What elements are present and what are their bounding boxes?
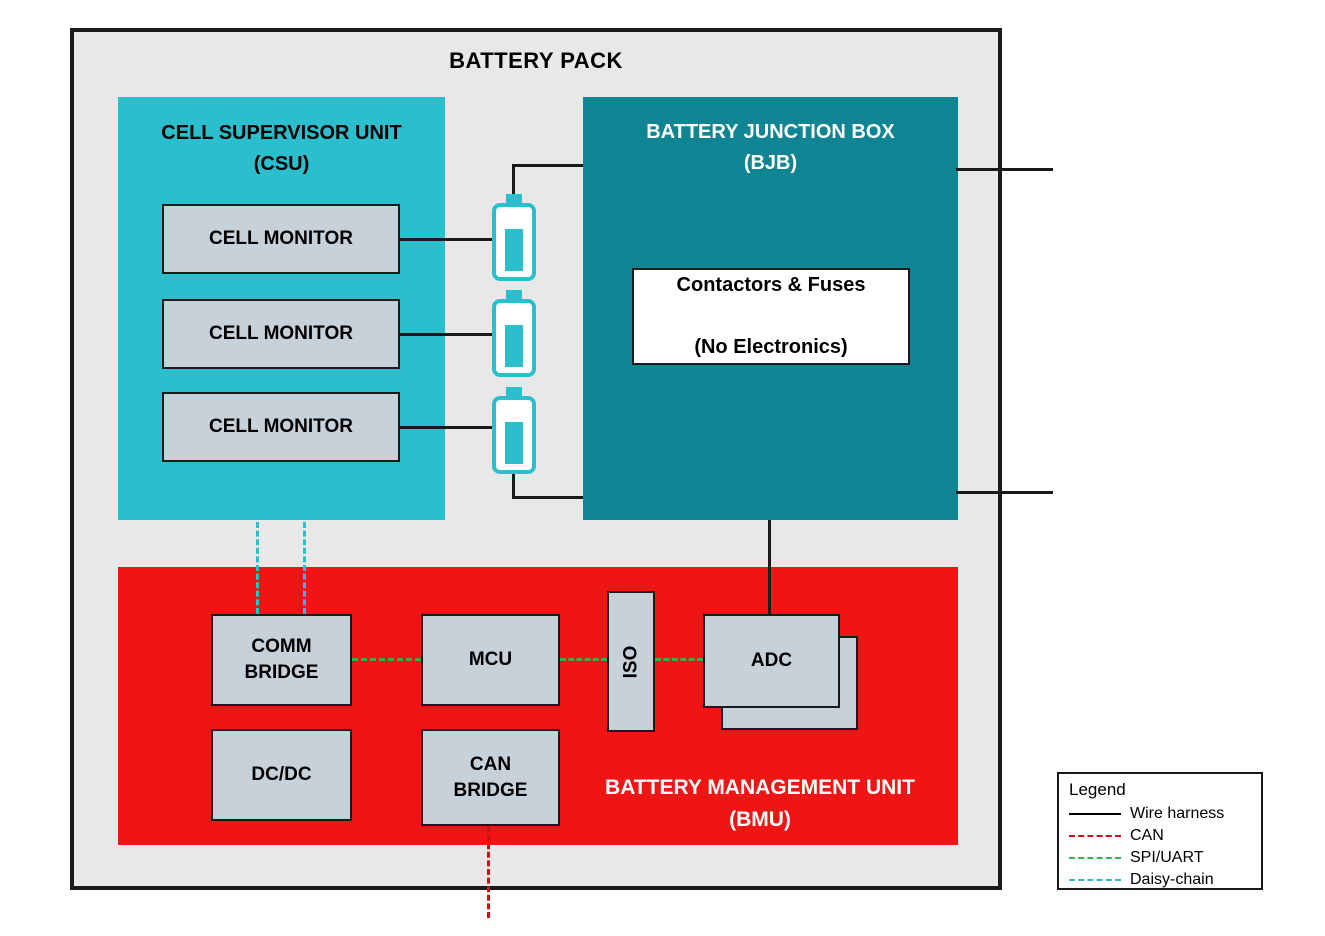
battery-terminal <box>506 290 522 299</box>
dcdc-box: DC/DC <box>211 729 352 821</box>
cell-monitor-1: CELL MONITOR <box>162 204 400 274</box>
legend-row-daisy-chain: Daisy-chain <box>1069 869 1251 891</box>
mcu-box: MCU <box>421 614 560 706</box>
iso-box: ISO <box>607 591 655 732</box>
legend-label: SPI/UART <box>1130 849 1204 866</box>
wire-battery-bottom-vertical <box>512 474 515 499</box>
legend-row-spi-uart: SPI/UART <box>1069 847 1251 869</box>
iso-label: ISO <box>619 645 641 678</box>
bmu-title: BATTERY MANAGEMENT UNIT (BMU) <box>565 772 955 836</box>
legend-label: CAN <box>1130 827 1164 844</box>
spi-mcu-to-iso <box>560 658 607 661</box>
legend-row-wire-harness: Wire harness <box>1069 803 1251 825</box>
bjb-title-line2: (BJB) <box>743 152 798 174</box>
bjb-title-line1: BATTERY JUNCTION BOX <box>646 121 895 143</box>
legend-row-can: CAN <box>1069 825 1251 847</box>
wire-battery-bottom-to-bjb <box>512 496 583 499</box>
wire-battery-top-vertical <box>512 164 515 194</box>
legend-title: Legend <box>1069 780 1126 799</box>
battery-terminal <box>506 387 522 396</box>
can-bridge-box: CAN BRIDGE <box>421 729 560 826</box>
bmu-title-line1: BATTERY MANAGEMENT UNIT <box>605 776 915 799</box>
legend-label: Wire harness <box>1130 805 1225 822</box>
daisy-chain-line-sample <box>1069 879 1121 881</box>
bjb-title: BATTERY JUNCTION BOX (BJB) <box>583 97 958 179</box>
contactors-line2: (No Electronics) <box>694 336 848 358</box>
battery-fill <box>505 422 523 464</box>
wire-monitor2-battery2 <box>400 333 492 336</box>
wire-bjb-to-adc <box>768 520 771 615</box>
battery-icon-3 <box>492 387 536 474</box>
adc-box: ADC <box>703 614 840 708</box>
spi-uart-line-sample <box>1069 857 1121 859</box>
cell-monitor-2: CELL MONITOR <box>162 299 400 369</box>
comm-bridge-box: COMM BRIDGE <box>211 614 352 706</box>
wire-bjb-right-bottom <box>956 491 1053 494</box>
can-line-sample <box>1069 835 1121 837</box>
csu-title-line2: (CSU) <box>253 153 310 175</box>
wire-monitor3-battery3 <box>400 426 492 429</box>
battery-fill <box>505 325 523 367</box>
battery-icon-2 <box>492 290 536 377</box>
bmu-title-line2: (BMU) <box>729 808 791 831</box>
battery-fill <box>505 229 523 271</box>
wire-harness-line-sample <box>1069 813 1121 815</box>
spi-comm-to-mcu <box>352 658 421 661</box>
can-line <box>487 826 490 918</box>
csu-title: CELL SUPERVISOR UNIT (CSU) <box>119 98 444 180</box>
csu-title-line1: CELL SUPERVISOR UNIT <box>161 122 402 144</box>
cell-monitor-3: CELL MONITOR <box>162 392 400 462</box>
wire-monitor1-battery1 <box>400 238 492 241</box>
battery-body <box>492 396 536 474</box>
legend: Legend Wire harness CAN SPI/UART Daisy-c… <box>1057 772 1263 890</box>
spi-iso-to-adc <box>655 658 703 661</box>
wire-bjb-right-top <box>956 168 1053 171</box>
battery-body <box>492 299 536 377</box>
wire-battery-top-to-bjb <box>512 164 583 167</box>
battery-icon-1 <box>492 194 536 281</box>
daisy-chain-line-2 <box>303 522 306 614</box>
contactors-fuses-box: Contactors & Fuses (No Electronics) <box>632 268 910 365</box>
contactors-line1: Contactors & Fuses <box>676 274 866 296</box>
battery-body <box>492 203 536 281</box>
battery-pack-title: BATTERY PACK <box>449 48 623 73</box>
legend-label: Daisy-chain <box>1130 871 1214 888</box>
battery-terminal <box>506 194 522 203</box>
daisy-chain-line-1 <box>256 522 259 614</box>
